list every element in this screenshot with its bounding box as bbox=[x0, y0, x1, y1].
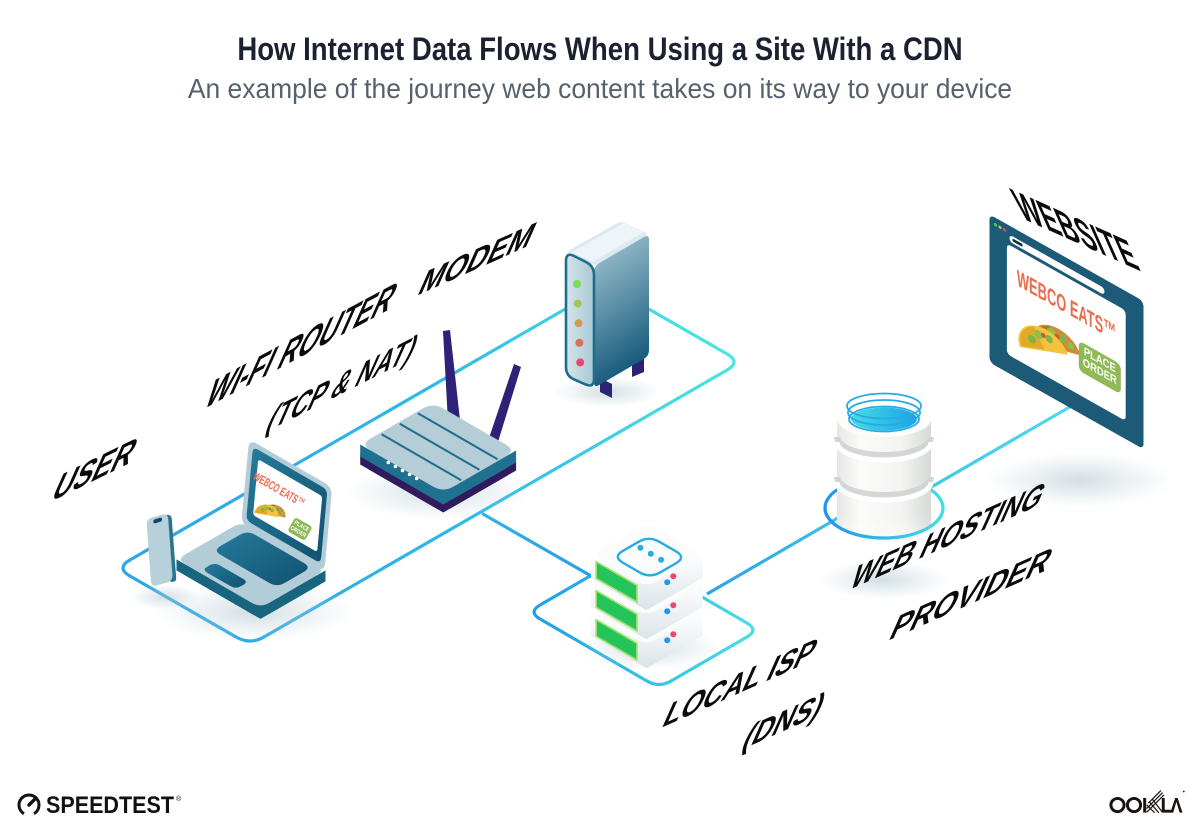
svg-text:MODEM: MODEM bbox=[412, 213, 542, 304]
svg-text:SPEEDTEST: SPEEDTEST bbox=[46, 792, 174, 819]
svg-text:®: ® bbox=[176, 795, 182, 803]
svg-text:USER: USER bbox=[45, 428, 144, 512]
